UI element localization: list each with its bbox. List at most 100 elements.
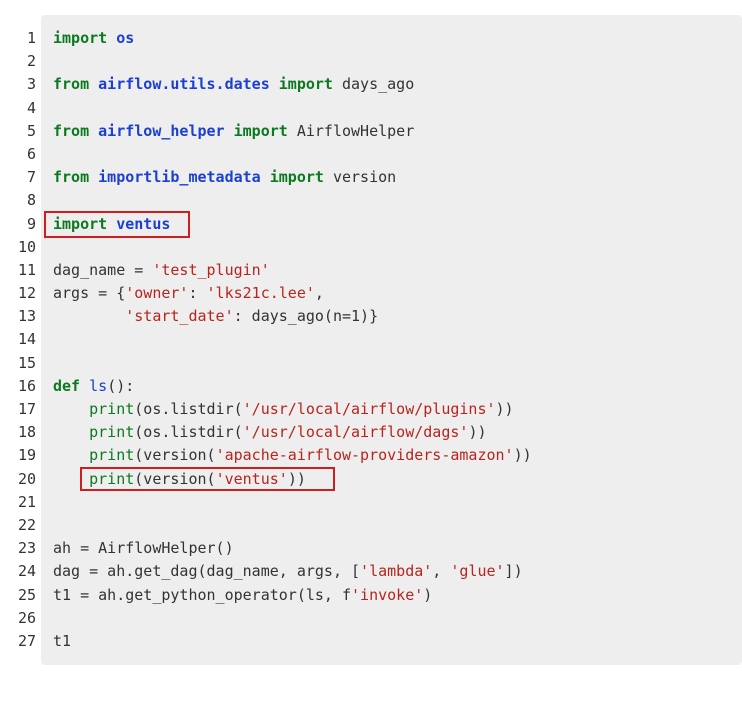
- code-text: : days_ago(n=1)}: [233, 307, 379, 326]
- indent: [53, 400, 89, 418]
- code-line-3: from airflow.utils.dates import days_ago: [53, 73, 733, 96]
- keyword: from: [53, 168, 90, 187]
- code-line-13: 'start_date': days_ago(n=1)}: [53, 305, 733, 328]
- string-literal: 'owner': [125, 284, 189, 303]
- builtin: print: [89, 423, 135, 442]
- indent: [53, 446, 89, 464]
- code-text: (version(: [134, 469, 216, 488]
- line-number: 10: [17, 237, 36, 256]
- line-number: 19: [17, 446, 36, 465]
- code-line-12: args = {'owner': 'lks21c.lee',: [53, 282, 733, 305]
- code-line-19: print(version('apache-airflow-providers-…: [53, 444, 733, 467]
- keyword: from: [53, 121, 90, 140]
- line-number: 25: [17, 585, 36, 604]
- code-text: ]): [504, 562, 523, 581]
- line-number: 2: [26, 52, 36, 71]
- code-text: )): [513, 446, 532, 465]
- code-text: (os.listdir(: [134, 400, 243, 418]
- line-number: 3: [26, 75, 36, 94]
- code-line-6: [53, 143, 733, 166]
- string-literal: 'start_date': [125, 307, 234, 326]
- module-name: ventus: [116, 214, 171, 233]
- code-line-15: [53, 352, 733, 375]
- module-name: importlib_metadata: [98, 168, 261, 187]
- code-text: t1 = ah.get_python_operator(ls, f: [53, 585, 352, 604]
- imported-name: days_ago: [342, 75, 415, 94]
- code-line-21: [53, 491, 733, 514]
- string-literal: 'lambda': [360, 562, 433, 581]
- line-number: 1: [26, 29, 36, 47]
- code-listing: import os from airflow.utils.dates impor…: [53, 27, 733, 653]
- string-literal: 'lks21c.lee': [206, 284, 315, 303]
- keyword: import: [269, 168, 324, 187]
- keyword: import: [53, 214, 108, 233]
- string-literal: '/usr/local/airflow/plugins': [242, 400, 496, 418]
- line-number: 13: [17, 307, 36, 326]
- code-line-18: print(os.listdir('/usr/local/airflow/dag…: [53, 421, 733, 444]
- code-line-27: t1: [53, 630, 733, 653]
- code-line-2: [53, 50, 733, 73]
- code-text: )): [468, 423, 487, 442]
- code-text: ():: [107, 376, 135, 395]
- code-text: args = {: [53, 284, 126, 303]
- code-line-22: [53, 514, 733, 537]
- line-number: 20: [17, 469, 36, 488]
- line-number: 11: [17, 260, 36, 279]
- code-text: t1: [53, 631, 72, 650]
- line-number: 27: [17, 631, 36, 650]
- keyword: from: [53, 75, 90, 94]
- line-number: 18: [17, 423, 36, 442]
- builtin: print: [89, 469, 135, 488]
- string-literal: 'invoke': [351, 585, 424, 604]
- imported-name: version: [332, 168, 397, 187]
- string-literal: '/usr/local/airflow/dags': [242, 423, 469, 442]
- code-line-23: ah = AirflowHelper(): [53, 537, 733, 560]
- keyword: import: [278, 75, 333, 94]
- line-number: 7: [26, 168, 36, 187]
- line-number: 5: [26, 121, 36, 140]
- code-text: (os.listdir(: [134, 423, 243, 442]
- code-line-5: from airflow_helper import AirflowHelper: [53, 120, 733, 143]
- line-number: 4: [26, 98, 36, 117]
- line-number: 16: [17, 376, 36, 395]
- line-number: 23: [17, 539, 36, 558]
- code-text: dag_name =: [53, 260, 153, 279]
- code-line-16: def ls():: [53, 375, 733, 398]
- code-line-25: t1 = ah.get_python_operator(ls, f'invoke…: [53, 584, 733, 607]
- line-number: 17: [17, 400, 36, 418]
- string-literal: 'ventus': [215, 469, 288, 488]
- string-literal: 'test_plugin': [152, 260, 270, 279]
- line-number: 12: [17, 284, 36, 303]
- code-line-1: import os: [53, 27, 733, 50]
- line-number: 22: [17, 515, 36, 534]
- code-line-9: import ventus: [53, 213, 733, 236]
- code-text: )): [495, 400, 514, 418]
- string-literal: 'apache-airflow-providers-amazon': [215, 446, 514, 465]
- code-line-4: [53, 97, 733, 120]
- code-line-7: from importlib_metadata import version: [53, 166, 733, 189]
- keyword: def: [53, 376, 81, 395]
- module-name: os: [116, 29, 135, 47]
- code-text: ah = AirflowHelper(): [53, 539, 234, 558]
- code-block-background: [41, 15, 742, 665]
- line-number: 14: [17, 330, 36, 349]
- highlight-box-print-version-ventus: [80, 467, 335, 491]
- keyword: import: [233, 121, 288, 140]
- function-name: ls: [89, 376, 108, 395]
- module-name: airflow.utils.dates: [98, 75, 270, 94]
- line-number: 8: [26, 191, 36, 210]
- module-name: airflow_helper: [98, 121, 225, 140]
- code-text: ,: [314, 284, 324, 303]
- code-text: )): [287, 469, 306, 488]
- line-number: 21: [17, 492, 36, 511]
- line-number: 6: [26, 144, 36, 163]
- code-text: (version(: [134, 446, 216, 465]
- builtin: print: [89, 400, 135, 418]
- code-line-26: [53, 607, 733, 630]
- line-number-gutter: 1 2 3 4 5 6 7 8 9 10 11 12 13 14 15 16 1…: [0, 27, 36, 653]
- line-number: 24: [17, 562, 36, 581]
- line-number: 9: [26, 214, 36, 233]
- code-line-11: dag_name = 'test_plugin': [53, 259, 733, 282]
- code-text: ): [423, 585, 433, 604]
